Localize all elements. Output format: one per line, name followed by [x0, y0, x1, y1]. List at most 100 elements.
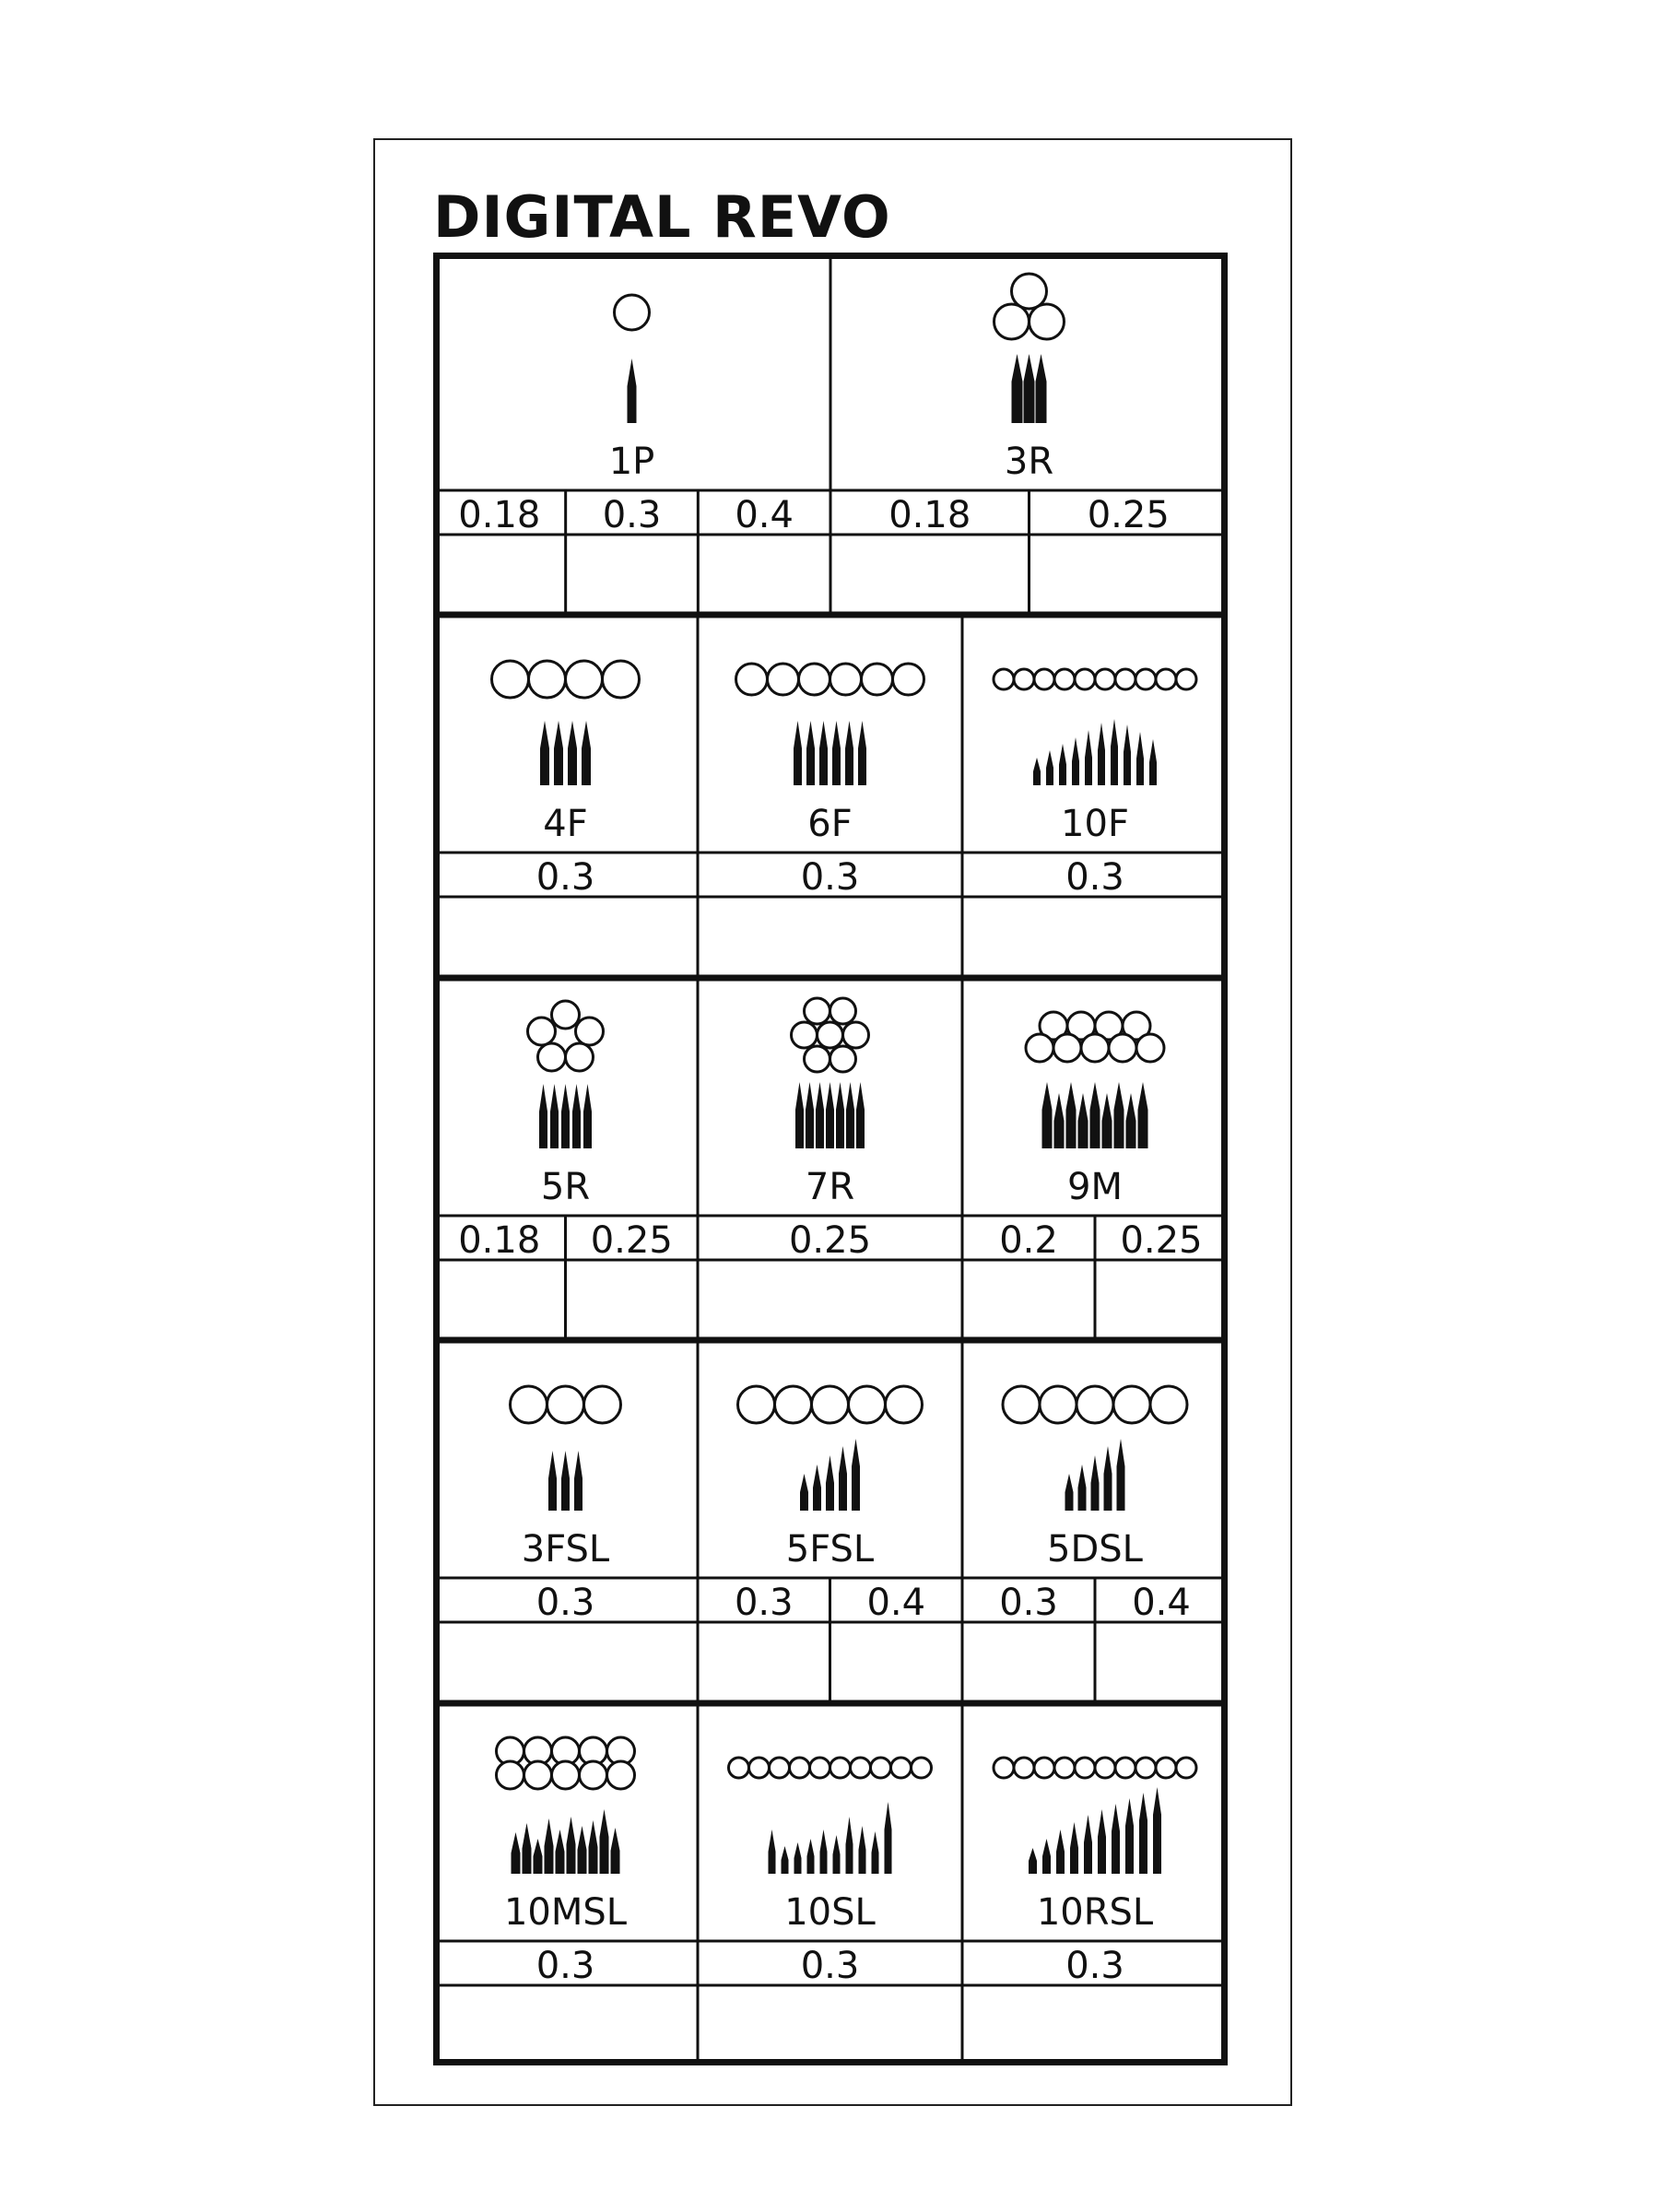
needle-dot-icon — [1075, 1384, 1115, 1425]
needle-dot-icon — [536, 1041, 567, 1073]
needle-dot-icon — [736, 1384, 776, 1425]
needle-dot-icon — [550, 1759, 581, 1791]
needle-dot-icon — [803, 1044, 831, 1074]
write-in-box[interactable] — [834, 538, 1026, 611]
needle-size-label: 0.25 — [1120, 1219, 1202, 1262]
needle-size-label: 0.25 — [789, 1219, 871, 1262]
needle-dot-icon — [992, 667, 1016, 691]
configuration-label: 9M — [1067, 1166, 1123, 1208]
needle-dot-icon — [766, 662, 800, 697]
needle-icon — [1011, 354, 1023, 423]
needle-dot-icon — [1012, 667, 1036, 691]
needle-dot-icon — [1112, 1384, 1152, 1425]
write-in-box[interactable] — [966, 900, 1224, 973]
needle-dot-icon — [829, 662, 863, 697]
write-in-box[interactable] — [570, 1264, 695, 1336]
needle-dot-icon — [790, 1020, 818, 1050]
needle-dot-icon — [546, 1384, 585, 1425]
needle-icon — [1085, 730, 1092, 785]
needle-size-label: 0.3 — [603, 494, 662, 536]
needle-dot-icon — [1174, 667, 1198, 691]
needle-cell-7R: 7R0.25 — [696, 978, 959, 1340]
write-in-box[interactable] — [701, 1626, 827, 1699]
needle-dot-icon — [810, 1384, 850, 1425]
needle-dot-icon — [1012, 1756, 1036, 1780]
needle-icon — [577, 1826, 587, 1874]
needle-icon — [1077, 1093, 1088, 1148]
needle-icon — [572, 1084, 581, 1148]
needle-icon — [561, 1451, 570, 1511]
write-in-box[interactable] — [1033, 538, 1225, 611]
configuration-label: 1P — [609, 441, 655, 483]
needle-dot-icon — [993, 302, 1030, 341]
needle-dot-icon — [1135, 1032, 1166, 1064]
write-in-box[interactable] — [437, 1264, 562, 1336]
needle-icon — [574, 1451, 582, 1511]
needle-dot-icon — [1093, 667, 1117, 691]
needle-dot-icon — [1148, 1384, 1189, 1425]
needle-icon — [1136, 732, 1144, 785]
needle-dot-icon — [526, 1016, 557, 1047]
needle-dot-icon — [841, 1020, 870, 1050]
needle-dot-icon — [1113, 1756, 1137, 1780]
needle-icon — [836, 1082, 844, 1148]
needle-icon — [826, 1455, 834, 1511]
needle-size-label: 0.18 — [888, 494, 971, 536]
needle-dot-icon — [1032, 1756, 1056, 1780]
needle-dot-icon — [527, 659, 567, 700]
write-in-box[interactable] — [1099, 1626, 1224, 1699]
write-in-box[interactable] — [437, 1989, 694, 2062]
needle-size-label: 0.3 — [999, 1582, 1058, 1624]
write-in-box[interactable] — [834, 1626, 959, 1699]
needle-dot-icon — [797, 662, 831, 697]
needle-icon — [794, 721, 802, 785]
needle-dot-icon — [1028, 302, 1065, 341]
needle-dot-icon — [1032, 667, 1056, 691]
needle-dot-icon — [889, 1756, 912, 1780]
write-in-box[interactable] — [701, 1989, 959, 2062]
needle-dot-icon — [1121, 1010, 1152, 1041]
needle-icon — [548, 1451, 557, 1511]
needle-dot-icon — [1001, 1384, 1041, 1425]
needle-cell-4F: 4F0.3 — [437, 659, 694, 973]
write-in-box[interactable] — [701, 538, 827, 611]
write-in-box[interactable] — [966, 1264, 1091, 1336]
needle-icon — [1023, 354, 1035, 423]
needle-dot-icon — [1134, 667, 1158, 691]
needle-icon — [610, 1828, 620, 1874]
write-in-box[interactable] — [701, 1264, 959, 1336]
configuration-label: 10F — [1061, 803, 1129, 845]
needle-icon — [582, 721, 591, 785]
needle-icon — [858, 721, 866, 785]
write-in-box[interactable] — [701, 900, 959, 973]
write-in-box[interactable] — [437, 1626, 694, 1699]
write-in-box[interactable] — [966, 1989, 1224, 2062]
needle-icon — [1137, 1082, 1148, 1148]
needle-icon — [599, 1809, 609, 1874]
needle-icon — [544, 1818, 554, 1874]
write-in-box[interactable] — [1099, 1264, 1224, 1336]
write-in-box[interactable] — [570, 538, 695, 611]
needle-icon — [1112, 1804, 1120, 1874]
write-in-box[interactable] — [437, 900, 694, 973]
needle-cell-6F: 6F0.3 — [696, 615, 959, 977]
needle-size-label: 0.4 — [1132, 1582, 1191, 1624]
needle-icon — [884, 1802, 892, 1874]
needle-icon — [540, 721, 549, 785]
needle-dot-icon — [1134, 1756, 1158, 1780]
needle-icon — [832, 1835, 841, 1874]
needle-icon — [1124, 724, 1131, 785]
write-in-box[interactable] — [966, 1626, 1091, 1699]
write-in-box[interactable] — [437, 538, 562, 611]
needle-icon — [1053, 1093, 1065, 1148]
page-title: DIGITAL REVO — [433, 183, 891, 251]
needle-dot-icon — [1079, 1032, 1111, 1064]
